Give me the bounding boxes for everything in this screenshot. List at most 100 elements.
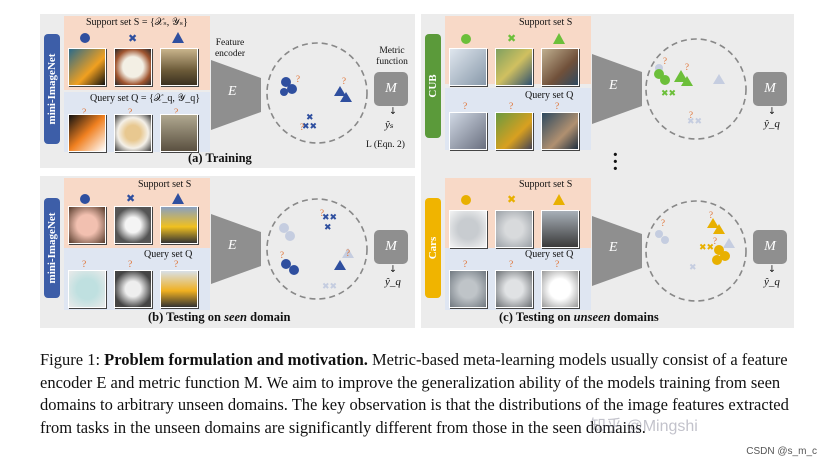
feature-space: ✖✖ ✖ ? ? ? — [645, 200, 747, 302]
query-image-dog — [114, 270, 152, 308]
figure-caption: Figure 1: Problem formulation and motiva… — [40, 349, 800, 439]
support-image-cup — [68, 206, 106, 244]
svg-text:✖✖: ✖✖ — [302, 122, 317, 132]
svg-text:?: ? — [709, 210, 713, 220]
cars-support-label: Support set S — [519, 179, 573, 190]
svg-text:✖: ✖ — [689, 263, 697, 273]
svg-text:?: ? — [320, 208, 324, 218]
panel-a-support-label: Support set S = {𝒳ₛ, 𝒴ₛ} — [86, 17, 188, 28]
svg-text:?: ? — [713, 236, 717, 246]
support-image-bird-white — [449, 48, 487, 86]
support-image-bird-duck — [541, 48, 579, 86]
cross-marker: ✖ — [126, 192, 136, 205]
metric-box: M — [753, 72, 787, 106]
triangle-marker — [172, 32, 184, 43]
query-image-bird-green — [495, 112, 533, 150]
support-image-van — [541, 210, 579, 248]
feature-space: ✖✖ ✖ ✖✖ ? ? ? — [266, 198, 368, 300]
query-image-food — [114, 114, 152, 152]
encoder-trapezoid — [592, 216, 642, 286]
svg-text:?: ? — [342, 76, 346, 86]
panel-a-query-label: Query set Q = {𝒳_q, 𝒴_q} — [90, 93, 200, 104]
support-image-bus — [160, 206, 198, 244]
output-label: ŷₛ — [385, 119, 394, 131]
caption-bold: Problem formulation and motivation. — [104, 350, 368, 369]
query-question-mark: ? — [509, 260, 514, 270]
panel-a-sidebar: mini-ImageNet — [44, 34, 60, 144]
loss-label: L (Eqn. 2) — [366, 140, 405, 150]
panel-b-query-label: Query set Q — [144, 249, 193, 260]
encoder-letter: E — [609, 240, 618, 255]
support-image-toucan — [68, 48, 106, 86]
circle-marker — [461, 195, 471, 205]
circle-marker — [80, 194, 90, 204]
arrow-down: ↓ — [389, 264, 397, 275]
feature-space: ✖✖ ✖✖ ? ? ? — [645, 38, 747, 140]
encoder-trapezoid — [211, 60, 261, 130]
query-image-car-silver — [449, 270, 487, 308]
query-image-cup — [68, 270, 106, 308]
watermark-site: CSDN @s_m_c — [746, 446, 817, 457]
output-label: ŷ_q — [764, 276, 780, 288]
panel-b-sidebar: mini-ImageNet — [44, 198, 60, 298]
svg-text:✖✖: ✖✖ — [661, 89, 676, 99]
arrow-down: ↓ — [389, 106, 397, 117]
arrow-down: ↓ — [768, 264, 776, 275]
panel-a: mini-ImageNet Support set S = {𝒳ₛ, 𝒴ₛ} Q… — [40, 14, 415, 168]
svg-text:✖✖: ✖✖ — [322, 213, 337, 223]
metric-box: M — [374, 72, 408, 106]
panel-c-cars-sidebar: Cars — [425, 198, 441, 298]
cub-support-label: Support set S — [519, 17, 573, 28]
output-label: ŷ_q — [764, 118, 780, 130]
cub-query-label: Query set Q — [525, 90, 574, 101]
svg-text:?: ? — [685, 62, 689, 72]
support-image-food — [114, 48, 152, 86]
panel-a-caption: (a) Training — [188, 151, 252, 165]
encoder-letter: E — [228, 238, 237, 253]
support-image-bird-green — [495, 48, 533, 86]
encoder-trapezoid — [211, 214, 261, 284]
support-image-car-silver — [449, 210, 487, 248]
query-question-mark: ? — [82, 260, 87, 270]
cross-marker: ✖ — [507, 32, 517, 45]
svg-text:?: ? — [296, 74, 300, 84]
output-label: ŷ_q — [385, 276, 401, 288]
query-question-mark: ? — [509, 102, 514, 112]
caption-text: Metric-based meta-learning models usuall… — [40, 350, 789, 437]
circle-marker — [461, 34, 471, 44]
query-question-mark: ? — [82, 108, 87, 118]
panel-a-sidebar-label: mini-ImageNet — [46, 53, 58, 125]
query-question-mark: ? — [174, 260, 179, 270]
triangle-marker — [172, 193, 184, 204]
svg-text:?: ? — [346, 248, 350, 258]
svg-text:?: ? — [300, 122, 304, 132]
panel-c: CUB Support set S Query set Q ✖ ? ? ? E … — [421, 14, 794, 328]
svg-text:?: ? — [663, 56, 667, 66]
watermark-overlay: 知乎 @Mingshi — [590, 418, 698, 435]
svg-text:✖✖: ✖✖ — [699, 243, 714, 253]
metric-box: M — [374, 230, 408, 264]
circle-marker — [80, 33, 90, 43]
query-question-mark: ? — [463, 260, 468, 270]
svg-text:✖✖: ✖✖ — [687, 117, 702, 127]
encoder-letter: E — [609, 78, 618, 93]
cars-sidebar-label: Cars — [427, 236, 439, 260]
panel-c-cub-sidebar: CUB — [425, 34, 441, 138]
query-image-bird-flying — [449, 112, 487, 150]
svg-text:✖: ✖ — [306, 113, 314, 123]
query-question-mark: ? — [555, 260, 560, 270]
cross-marker: ✖ — [128, 32, 138, 45]
support-image-car-suv — [495, 210, 533, 248]
panel-b-sidebar-label: mini-ImageNet — [46, 212, 58, 284]
feature-encoder-label: Feature encoder — [214, 38, 246, 59]
svg-text:✖: ✖ — [324, 223, 332, 233]
panel-c-caption: (c) Testing on unseen domains — [499, 310, 659, 324]
svg-text:?: ? — [689, 110, 693, 120]
support-image-tank — [160, 48, 198, 86]
query-image-tank — [160, 114, 198, 152]
svg-text:✖✖: ✖✖ — [322, 282, 337, 292]
query-image-toucan — [68, 114, 106, 152]
svg-text:?: ? — [280, 250, 284, 260]
query-question-mark: ? — [174, 108, 179, 118]
query-question-mark: ? — [463, 102, 468, 112]
